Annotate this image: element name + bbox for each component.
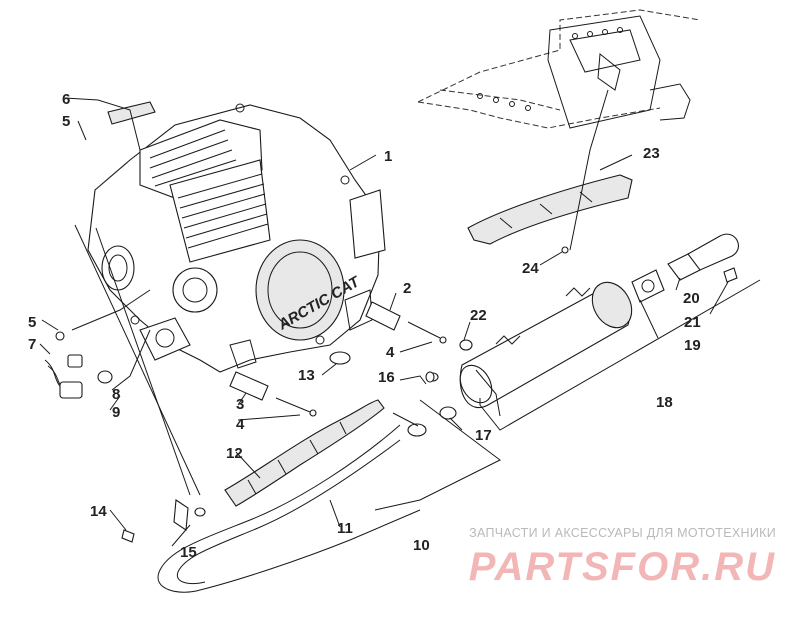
muffler-heat-shield (467, 174, 633, 254)
callout-24: 24 (522, 260, 539, 277)
callout-18: 18 (656, 394, 673, 411)
callout-8: 8 (112, 386, 120, 403)
callout-17: 17 (475, 427, 492, 444)
exhaust-pipe (157, 412, 427, 593)
heat-shield (224, 399, 385, 507)
sensor-parts (44, 331, 113, 399)
callout-5a: 5 (62, 113, 70, 130)
callout-11: 11 (337, 520, 353, 537)
bracket-parts (121, 499, 206, 543)
callout-21: 21 (684, 314, 701, 331)
callout-20: 20 (683, 290, 700, 307)
muffler (425, 281, 633, 420)
callout-2: 2 (403, 280, 411, 297)
watermark: ЗАПЧАСТИ И АКСЕССУАРЫ ДЛЯ МОТОТЕХНИКИ PA… (469, 526, 776, 589)
callout-9: 9 (112, 404, 120, 421)
callout-19: 19 (684, 337, 701, 354)
callout-23: 23 (643, 145, 660, 162)
callout-5b: 5 (28, 314, 36, 331)
frame-drawing (417, 9, 701, 129)
callout-6: 6 (62, 91, 70, 108)
callout-4a: 4 (386, 344, 395, 361)
callout-4b: 4 (236, 416, 245, 433)
callout-15: 15 (180, 544, 197, 561)
callout-10: 10 (413, 537, 430, 554)
callout-12: 12 (226, 445, 243, 462)
callout-3: 3 (236, 396, 244, 413)
leader-lines (39, 89, 761, 547)
callout-7: 7 (28, 336, 36, 353)
callout-16: 16 (378, 369, 395, 386)
decal-part (107, 101, 156, 125)
callout-1: 1 (384, 148, 392, 165)
callout-14: 14 (90, 503, 107, 520)
watermark-logo: PARTSFOR.RU (469, 545, 776, 589)
tailpipe-parts (631, 233, 739, 303)
watermark-subtitle: ЗАПЧАСТИ И АКСЕССУАРЫ ДЛЯ МОТОТЕХНИКИ (469, 526, 776, 540)
callout-13: 13 (298, 367, 315, 384)
fittings (229, 301, 447, 417)
callout-numbers: 1 2 3 4 4 5 5 6 7 8 9 10 11 12 13 14 15 … (28, 91, 701, 561)
engine-assembly (87, 103, 386, 373)
callout-22: 22 (470, 307, 487, 324)
